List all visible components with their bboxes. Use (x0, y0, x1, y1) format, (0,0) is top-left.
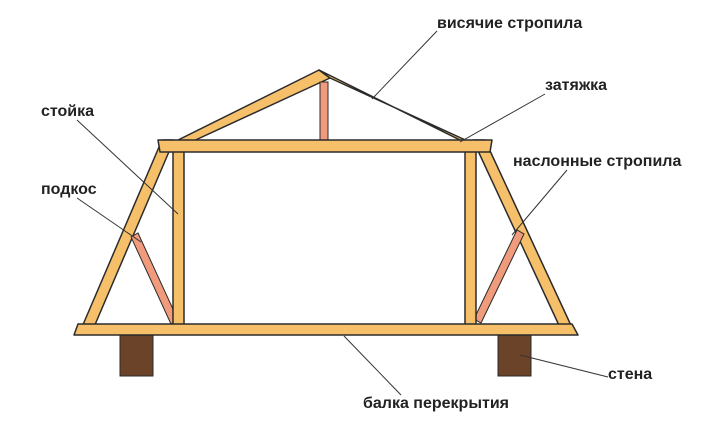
leader-floor-beam (343, 335, 402, 396)
floor-beam (73, 323, 579, 336)
label-post: стойка (41, 103, 95, 120)
left-sloped-rafter (78, 139, 175, 335)
left-wall (119, 330, 154, 377)
right-wall (497, 330, 532, 377)
label-wall: стена (608, 366, 653, 383)
label-tie: затяжка (545, 77, 608, 94)
right-strut (473, 229, 525, 324)
tie-beam (157, 139, 493, 153)
leader-hanging-rafters (371, 30, 438, 100)
leader-sloped-rafters (511, 169, 568, 236)
left-hanging-rafter (163, 69, 331, 150)
leader-tie (459, 93, 546, 143)
label-floor-beam: балка перекрытия (363, 395, 509, 412)
right-hanging-rafter (318, 69, 486, 150)
leader-strut (76, 197, 142, 243)
leader-wall (519, 354, 609, 378)
left-strut (130, 232, 179, 325)
label-strut: подкос (41, 181, 97, 198)
label-sloped-rafters: наслонные стропила (513, 153, 682, 170)
right-post (464, 149, 477, 326)
left-post (172, 149, 185, 326)
leader-post (76, 119, 179, 215)
king-post (319, 81, 329, 141)
label-hanging-rafters: висячие стропила (437, 15, 583, 32)
